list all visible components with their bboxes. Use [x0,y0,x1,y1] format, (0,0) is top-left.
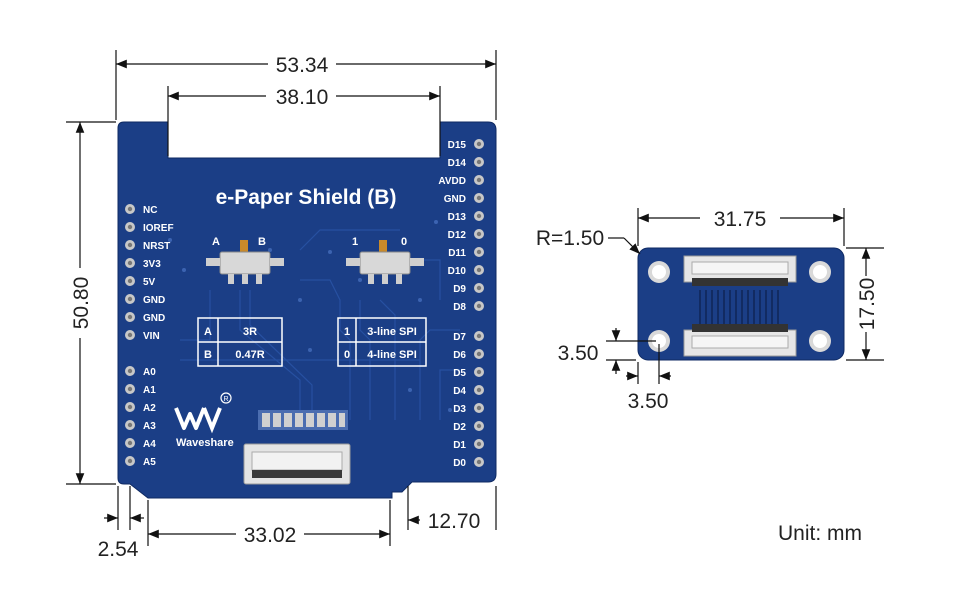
left-pin-label: A2 [143,403,156,414]
switch-2-left-label: 1 [352,236,358,248]
waveshare-logo: R Waveshare [174,392,234,449]
left-pin-label: GND [143,313,165,324]
right-pin-label: D4 [453,386,466,397]
left-pin-label: GND [143,295,165,306]
board-title: e-Paper Shield (B) [216,186,397,209]
right-pin-label: D7 [453,332,466,343]
resistor-table [197,317,283,367]
right-pin-label: D2 [453,422,466,433]
left-pin-label: 3V3 [143,259,161,270]
dim-adapter-height: 17.50 [856,278,879,331]
table1-key-1: B [204,349,212,361]
left-pin-label: IOREF [143,223,174,234]
table1-value-0: 3R [243,326,257,338]
switch-1-left-label: A [212,236,220,248]
left-pin-label: A4 [143,439,156,450]
adapter-traces [699,290,779,324]
right-pin-label: D5 [453,368,466,379]
table1-key-0: A [204,326,212,338]
left-pin-label: A3 [143,421,156,432]
right-pin-label: D3 [453,404,466,415]
right-pin-label: D8 [453,302,466,313]
adapter-board [637,247,845,361]
brand-label: Waveshare [176,437,234,449]
switch-1-right-label: B [258,236,266,248]
left-pin-label: NRST [143,241,170,252]
left-pin-label: A0 [143,367,156,378]
left-pin-label: VIN [143,331,160,342]
mounting-holes [648,261,831,352]
dim-connector-span: 33.02 [244,524,297,547]
right-pin-label: D12 [448,230,467,241]
right-pin-label: D1 [453,440,466,451]
dim-header-span: 38.10 [276,86,329,109]
left-pin-label: A5 [143,457,156,468]
switch-2-right-label: 0 [401,236,407,248]
dim-adapter-width: 31.75 [714,208,767,231]
dim-bottom-offset: 2.54 [98,538,139,561]
svg-text:R: R [223,396,228,403]
unit-label: Unit: mm [778,522,862,545]
dim-adapter-radius: R=1.50 [536,227,604,250]
right-pin-label: D0 [453,458,466,469]
adapter-connector-top [683,255,797,286]
shield-dimensions [66,50,497,546]
dim-hole-offset-y: 3.50 [558,342,599,365]
fpc-connector [243,443,351,485]
left-pin-label: NC [143,205,157,216]
dim-hole-offset-x: 3.50 [628,390,669,413]
right-pin-label: D14 [448,158,467,169]
left-pin-label: 5V [143,277,156,288]
dim-shield-width: 53.34 [276,54,329,77]
switch-1: A B [206,236,284,284]
table2-key-1: 0 [344,349,350,361]
right-pin-label: D11 [448,248,466,259]
switch-2: 1 0 [346,236,424,284]
right-pin-label: D9 [453,284,466,295]
right-pin-label: AVDD [438,176,466,187]
table2-value-1: 4-line SPI [367,349,417,361]
right-pin-label: D13 [448,212,467,223]
shield-board: e-Paper Shield (B) A B 1 0 A 3 [117,121,497,499]
table1-value-1: 0.47R [235,349,264,361]
right-pin-label: D15 [448,140,467,151]
right-pin-label: GND [444,194,466,205]
table2-key-0: 1 [344,326,350,338]
right-pin-label: D6 [453,350,466,361]
dim-right-offset: 12.70 [428,510,481,533]
spi-table [337,317,427,367]
adapter-dimensions [606,208,884,384]
resistor-array [258,410,348,430]
left-pin-label: A1 [143,385,156,396]
adapter-connector-bottom [683,324,797,357]
dim-shield-height: 50.80 [70,277,93,330]
table2-value-0: 3-line SPI [367,326,417,338]
right-pin-label: D10 [448,266,467,277]
